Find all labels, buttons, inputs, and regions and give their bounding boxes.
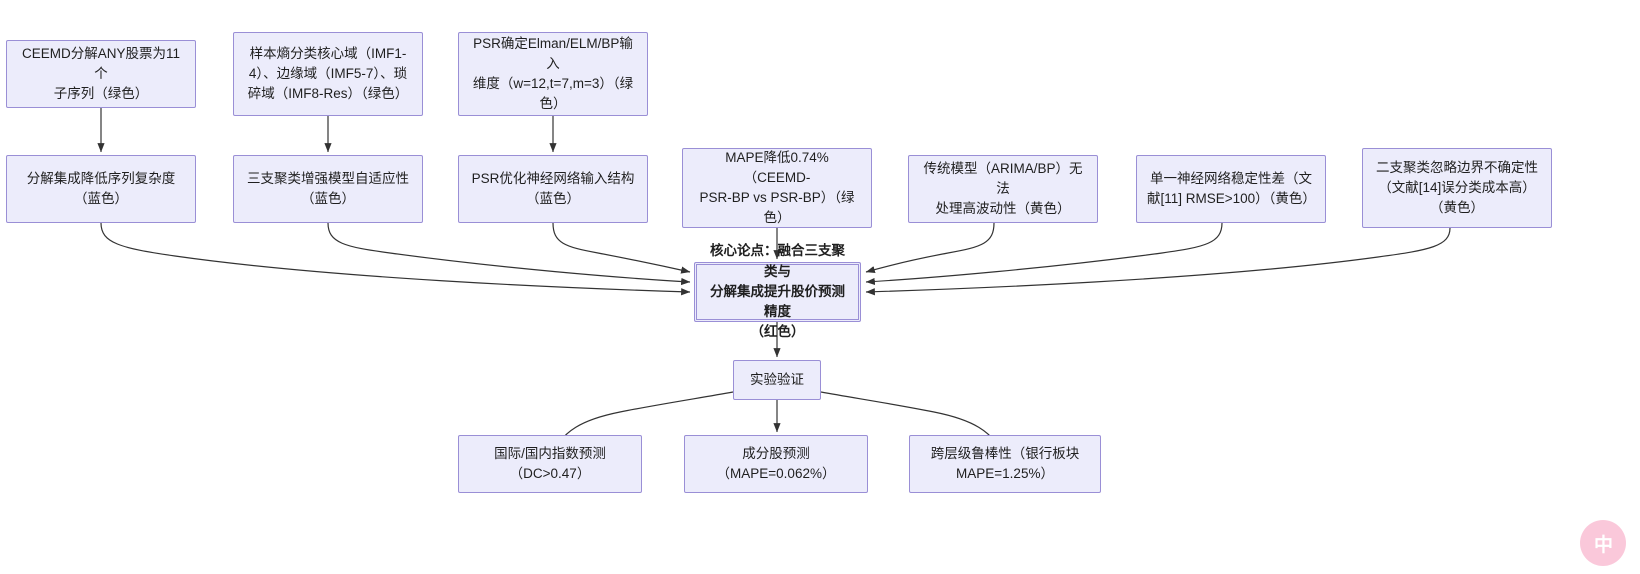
node-label: 传统模型（ARIMA/BP）无法 处理高波动性（黄色） xyxy=(923,160,1083,217)
node-experimental-validation[interactable]: 实验验证 xyxy=(733,360,821,400)
node-label: MAPE降低0.74%（CEEMD- PSR-BP vs PSR-BP）（绿 色… xyxy=(699,149,855,226)
edge-n8-core xyxy=(865,222,995,274)
node-ceemd-decomposition[interactable]: CEEMD分解ANY股票为11个 子序列（绿色） xyxy=(6,40,196,108)
node-label: CEEMD分解ANY股票为11个 子序列（绿色） xyxy=(21,45,181,102)
node-label: 单一神经网络稳定性差（文 献[11] RMSE>100）（黄色） xyxy=(1147,170,1316,206)
node-label: PSR确定Elman/ELM/BP输入 维度（w=12,t=7,m=3）（绿 色… xyxy=(472,35,634,112)
edge-n10-core xyxy=(865,227,1451,296)
node-single-network-instability[interactable]: 单一神经网络稳定性差（文 献[11] RMSE>100）（黄色） xyxy=(1136,155,1326,223)
node-result-cross-level-robustness[interactable]: 跨层级鲁棒性（银行板块 MAPE=1.25%） xyxy=(909,435,1101,493)
node-psr-input-dimension[interactable]: PSR确定Elman/ELM/BP输入 维度（w=12,t=7,m=3）（绿 色… xyxy=(458,32,648,116)
node-label: PSR优化神经网络输入结构 （蓝色） xyxy=(471,170,635,206)
node-decomposition-reduces-complexity[interactable]: 分解集成降低序列复杂度 （蓝色） xyxy=(6,155,196,223)
edge-n5-core xyxy=(327,222,691,286)
node-label: 分解集成降低序列复杂度 （蓝色） xyxy=(26,170,176,206)
node-label: 成分股预测 （MAPE=0.062%） xyxy=(716,445,836,481)
node-sample-entropy-classification[interactable]: 样本熵分类核心域（IMF1- 4）、边缘域（IMF5-7）、琐 碎域（IMF8-… xyxy=(233,32,423,116)
node-label: 跨层级鲁棒性（银行板块 MAPE=1.25%） xyxy=(930,445,1080,481)
node-label: 国际/国内指数预测 （DC>0.47） xyxy=(494,445,606,481)
watermark-text: 中 xyxy=(1593,534,1613,556)
node-result-constituent-stock-forecast[interactable]: 成分股预测 （MAPE=0.062%） xyxy=(684,435,868,493)
node-label: 样本熵分类核心域（IMF1- 4）、边缘域（IMF5-7）、琐 碎域（IMF8-… xyxy=(247,45,409,102)
node-label: 三支聚类增强模型自适应性 （蓝色） xyxy=(247,170,409,206)
edge-n6-core xyxy=(552,222,691,274)
edge-n4-core xyxy=(100,222,691,296)
node-label: 实验验证 xyxy=(750,371,804,387)
node-label: 核心论点：融合三支聚类与 分解集成提升股价预测精度 （红色） xyxy=(710,243,845,340)
edge-n9-core xyxy=(865,222,1223,286)
node-mape-reduction-evidence[interactable]: MAPE降低0.74%（CEEMD- PSR-BP vs PSR-BP）（绿 色… xyxy=(682,148,872,228)
node-label: 二支聚类忽略边界不确定性 （文献[14]误分类成本高） （黄色） xyxy=(1376,159,1538,216)
watermark-badge: 中 xyxy=(1580,520,1626,566)
node-result-index-forecast[interactable]: 国际/国内指数预测 （DC>0.47） xyxy=(458,435,642,493)
node-core-claim[interactable]: 核心论点：融合三支聚类与 分解集成提升股价预测精度 （红色） xyxy=(694,243,861,339)
node-two-way-clustering-limitation[interactable]: 二支聚类忽略边界不确定性 （文献[14]误分类成本高） （黄色） xyxy=(1362,148,1552,228)
node-psr-optimizes-network-input[interactable]: PSR优化神经网络输入结构 （蓝色） xyxy=(458,155,648,223)
node-three-way-clustering-adaptivity[interactable]: 三支聚类增强模型自适应性 （蓝色） xyxy=(233,155,423,223)
node-traditional-model-limitation[interactable]: 传统模型（ARIMA/BP）无法 处理高波动性（黄色） xyxy=(908,155,1098,223)
